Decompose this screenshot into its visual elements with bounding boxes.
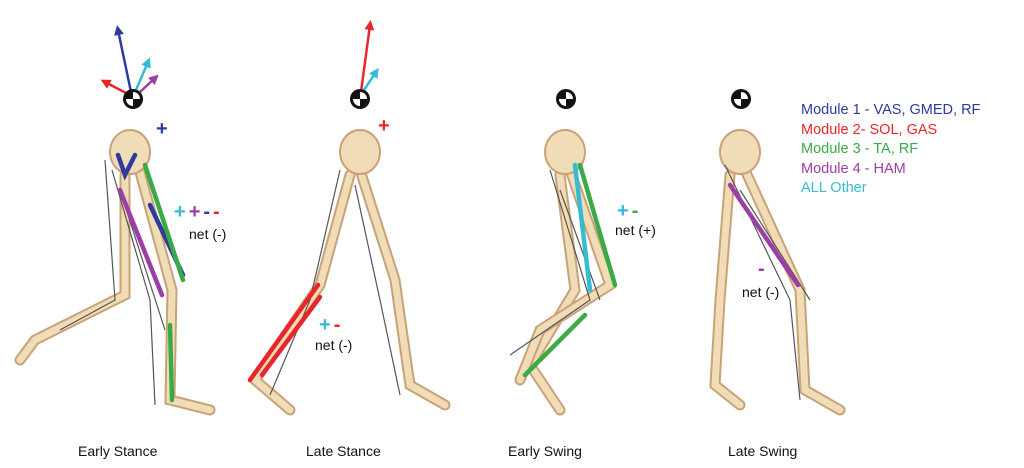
legend: Module 1 - VAS, GMED, RF Module 2- SOL, … (801, 101, 980, 199)
sign-module2: - (333, 314, 344, 336)
sign-module1: - (203, 201, 214, 223)
center-of-mass-icon (731, 89, 751, 109)
panel-title-late-stance: Late Stance (306, 443, 381, 459)
skeleton-early-swing (509, 129, 618, 416)
sign-module4: + (188, 201, 204, 223)
skeleton-late-swing (709, 129, 846, 416)
net-label: net (-) (315, 337, 353, 353)
legend-item-other: ALL Other (801, 180, 867, 196)
net-label: net (+) (615, 222, 656, 238)
com-sign: + (156, 118, 171, 140)
net-label: net (-) (189, 226, 227, 242)
sign-other: + (319, 314, 334, 336)
panel-title-early-stance: Early Stance (78, 443, 158, 459)
sign-other: + (617, 200, 632, 222)
contrib-signs: +- (319, 314, 343, 337)
net-label: net (-) (742, 284, 780, 300)
panel-title-late-swing: Late Swing (728, 443, 798, 459)
contrib-signs: +- (617, 200, 641, 223)
contrib-signs: ++-- (174, 201, 223, 224)
center-of-mass-icon (123, 89, 143, 109)
center-of-mass-icon (556, 89, 576, 109)
sign-module2: - (213, 201, 223, 223)
legend-item-module3: Module 3 - TA, RF (801, 141, 919, 157)
sign-other: + (174, 201, 189, 223)
sign-module3: - (631, 200, 642, 222)
com-sign: + (378, 115, 393, 137)
skeleton-late-stance (247, 129, 451, 416)
center-of-mass-icon (350, 89, 370, 109)
legend-item-module1: Module 1 - VAS, GMED, RF (801, 102, 981, 118)
panel-title-early-swing: Early Swing (508, 443, 582, 459)
skeleton-early-stance (14, 129, 216, 416)
legend-item-module2: Module 2- SOL, GAS (801, 121, 938, 138)
force-arrows-late-stance (359, 20, 379, 93)
legend-item-module4: Module 4 - HAM (801, 160, 906, 177)
sign-module4: - (758, 258, 768, 280)
force-arrows-early-stance (100, 25, 159, 96)
